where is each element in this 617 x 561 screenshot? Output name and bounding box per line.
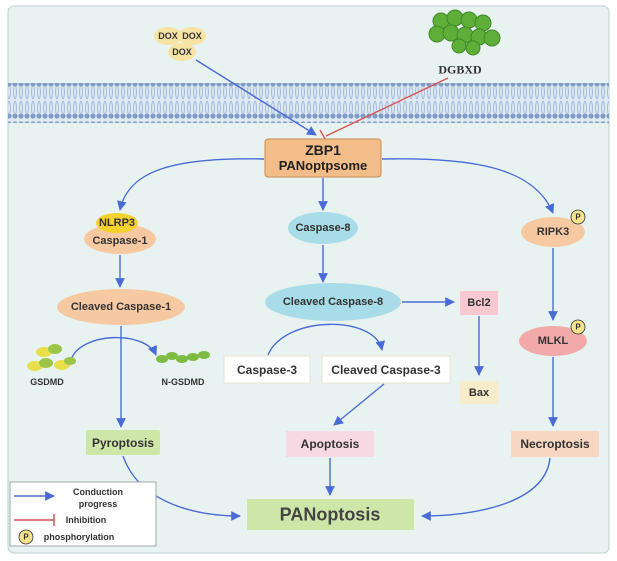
- dox-label-3: DOX: [172, 47, 192, 57]
- apoptosis-box: [286, 431, 374, 457]
- legend-inhibition-icon: [14, 514, 55, 526]
- cleaved-caspase8-ellipse: [265, 283, 401, 321]
- legend-box: [9, 481, 157, 547]
- caspase1-label: Caspase-1: [92, 235, 148, 247]
- gsdmd-icon: [27, 344, 76, 371]
- arrow-cleaved-caspase3-to-apoptosis: [333, 383, 385, 426]
- bax-box: [460, 381, 498, 404]
- legend-phosphorylation-label: phosphorylation: [43, 532, 115, 542]
- legend-conduction-line2: progress: [78, 499, 118, 509]
- pyroptosis-box: [86, 430, 160, 455]
- arrow-dox-to-complex: [195, 59, 317, 136]
- arrow-pyroptosis-to-panoptosis: [122, 455, 241, 521]
- caspase1-ellipse: [84, 224, 156, 254]
- apoptosis-label: Apoptosis: [300, 437, 360, 451]
- panoptosis-box: [247, 499, 414, 530]
- n-gsdmd-label: N-GSDMD: [161, 377, 205, 387]
- cleaved-caspase3-box: [321, 355, 451, 384]
- caspase8-label: Caspase-8: [295, 222, 351, 234]
- nlrp3-label: NLRP3: [98, 217, 136, 229]
- dox-label-1: DOX: [158, 31, 178, 41]
- n-gsdmd-icon: [156, 351, 210, 363]
- legend-inhibition-label: Inhibition: [65, 515, 107, 525]
- ripk3-phospho-icon: [570, 209, 586, 225]
- necroptosis-box: [511, 431, 599, 457]
- caspase3-label: Caspase-3: [236, 363, 298, 377]
- ripk3-phospho-letter: P: [575, 212, 581, 222]
- gsdmd-label: GSDMD: [30, 377, 64, 387]
- ripk3-ellipse: [521, 217, 585, 247]
- complex-line1: ZBP1: [305, 142, 341, 158]
- caspase8-ellipse: [288, 212, 358, 244]
- dgbxd-cluster-icon: [428, 9, 501, 56]
- mlkl-phospho-icon: [570, 319, 586, 335]
- dox-label-2: DOX: [182, 31, 202, 41]
- ripk3-label: RIPK3: [536, 226, 570, 238]
- background-panel: [7, 5, 610, 554]
- nlrp3-ellipse: [96, 213, 138, 233]
- legend-phospho-icon: [18, 529, 34, 545]
- arrow-necroptosis-to-panoptosis: [421, 457, 551, 521]
- dgbxd-label: DGBXD: [438, 62, 482, 77]
- necroptosis-label: Necroptosis: [520, 437, 590, 451]
- pyroptosis-label: Pyroptosis: [91, 436, 155, 450]
- arrow-gsdmd-to-ngsdmd: [70, 336, 157, 361]
- legend-conduction-line1: Conduction: [73, 487, 123, 497]
- mlkl-label: MLKL: [537, 335, 569, 347]
- mlkl-ellipse: [519, 326, 587, 356]
- panoptosis-label: PANoptosis: [279, 504, 381, 525]
- arrow-complex-to-caspase1: [117, 158, 265, 211]
- complex-node: ZBP1 PANoptpsome: [265, 139, 381, 177]
- cleaved-caspase1-ellipse: [57, 289, 185, 325]
- cleaved-caspase1-label: Cleaved Caspase-1: [70, 301, 172, 313]
- legend-phospho-letter: P: [23, 532, 29, 542]
- bcl2-box: [460, 291, 498, 315]
- bcl2-label: Bcl2: [467, 297, 491, 309]
- dox-molecules: [154, 27, 206, 61]
- cleaved-caspase8-label: Cleaved Caspase-8: [282, 296, 384, 308]
- arrow-caspase3-to-cleaved-caspase3: [267, 323, 386, 356]
- cleaved-caspase3-label: Cleaved Caspase-3: [331, 363, 441, 377]
- arrow-complex-to-ripk3: [381, 158, 555, 214]
- mlkl-phospho-letter: P: [575, 322, 581, 332]
- complex-line2: PANoptpsome: [278, 158, 368, 173]
- caspase3-box: [223, 355, 311, 384]
- bax-label: Bax: [468, 387, 490, 399]
- cell-membrane: [8, 83, 609, 123]
- complex-box: [264, 138, 382, 178]
